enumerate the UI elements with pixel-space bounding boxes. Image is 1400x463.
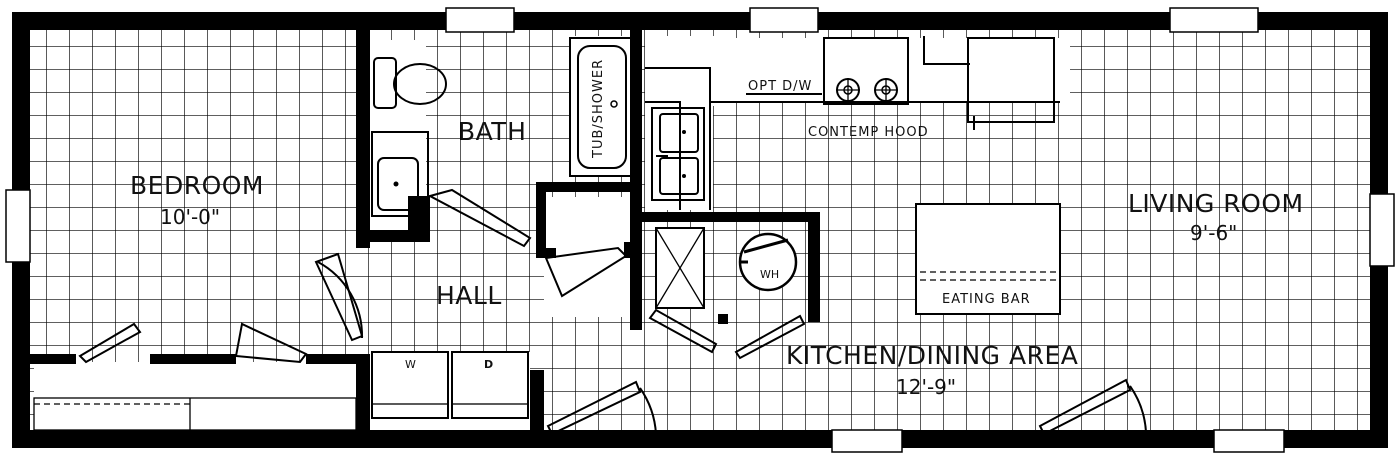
bath-sink-icon: [371, 131, 429, 217]
bedroom-size: 10'-0": [160, 205, 220, 229]
tub-label: TUB/SHOWER: [591, 59, 606, 159]
dishwasher-label-group: OPT D/W: [746, 79, 822, 95]
living-room-label: LIVING ROOM: [1128, 189, 1304, 218]
closet-shelf: [33, 397, 357, 431]
kitchen-counter: [645, 67, 1060, 210]
dryer-label: D: [484, 358, 493, 371]
interior-walls: [30, 30, 820, 432]
toilet-icon: [373, 57, 447, 109]
washer-label: W: [405, 358, 416, 371]
kitchen-label: KITCHEN/DINING AREA: [786, 341, 1078, 370]
windows: [5, 7, 1395, 453]
doors: [78, 188, 1147, 436]
hood-label: CONTEMP HOOD: [808, 125, 929, 140]
eating-bar: EATING BAR: [915, 203, 1061, 315]
bath-label: BATH: [458, 117, 526, 146]
dishwasher-label: OPT D/W: [748, 79, 812, 94]
water-heater-icon: WH: [738, 232, 798, 292]
kitchen-size: 12'-9": [896, 375, 956, 399]
bathtub-icon: TUB/SHOWER: [569, 37, 635, 177]
range-icon: [823, 37, 909, 105]
living-room-size: 9'-6": [1190, 221, 1237, 245]
water-heater-label: WH: [760, 268, 779, 281]
kitchen-sink-icon: [651, 107, 705, 201]
dryer-icon: D: [451, 351, 529, 419]
pantry-icon: [655, 227, 705, 309]
refrigerator-icon: [923, 36, 1055, 130]
eating-bar-label: EATING BAR: [942, 292, 1031, 307]
washer-icon: W: [371, 351, 449, 419]
hall-label: HALL: [436, 281, 502, 310]
bedroom-label: BEDROOM: [130, 171, 264, 200]
